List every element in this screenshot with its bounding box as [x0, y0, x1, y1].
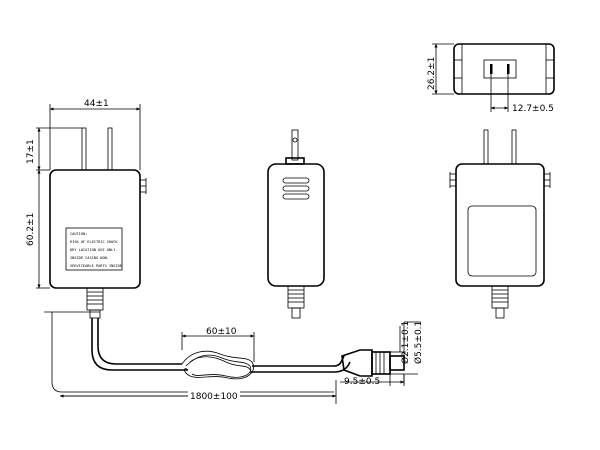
dim-loop: 60±10 — [206, 327, 237, 337]
side-body — [267, 163, 325, 287]
front-prong-right — [107, 127, 113, 171]
top-body — [453, 43, 555, 95]
back-body — [455, 163, 545, 287]
top-plug-face — [483, 59, 517, 79]
caution-line-5: SERVICEABLE PARTS INSIDE — [70, 264, 122, 268]
cable-lower — [91, 318, 188, 371]
caution-line-1: CAUTION: — [70, 232, 87, 236]
dim-outer-diameter: Ø5.5±0.1 — [413, 321, 424, 364]
dim-height: 60.2±1 — [26, 213, 36, 246]
back-prong-left — [483, 129, 489, 165]
dim-inner-diameter: Ø2.1±0.1 — [400, 321, 411, 364]
caution-line-4: INSIDE CASING NON- — [70, 256, 109, 260]
back-prong-right — [511, 129, 517, 165]
cable-coil — [181, 350, 254, 380]
cable-upper — [97, 318, 182, 365]
caution-label: CAUTION: RISK OF ELECTRIC SHOCK DRY LOCA… — [65, 227, 123, 271]
front-dimensions: 44±1 17±1 60.2±1 1800±100 60±10 Ø2.1±0.1… — [26, 99, 424, 404]
caution-label-box — [65, 227, 123, 271]
dim-depth: 26.2±1 — [427, 57, 437, 90]
back-view — [449, 129, 551, 319]
side-prong — [291, 129, 299, 161]
front-strain-relief — [86, 287, 104, 319]
top-dimensions: 26.2±1 12.7±0.5 — [427, 43, 554, 114]
caution-line-3: DRY LOCATION USE ONLY. — [70, 248, 118, 252]
dim-plug-length: 9.5±0.5 — [344, 377, 380, 387]
cable-to-plug — [252, 355, 345, 367]
side-view — [267, 129, 325, 319]
front-prong-left — [81, 127, 87, 171]
dim-width: 44±1 — [84, 99, 109, 109]
top-view — [453, 43, 555, 95]
dim-pin-spacing: 12.7±0.5 — [512, 104, 554, 114]
dim-cable-length: 1800±100 — [190, 392, 238, 402]
dim-pin-length: 17±1 — [26, 139, 36, 164]
dc-plug — [341, 349, 405, 377]
front-view: CAUTION: RISK OF ELECTRIC SHOCK DRY LOCA… — [49, 127, 405, 380]
caution-line-2: RISK OF ELECTRIC SHOCK — [70, 240, 118, 244]
back-panel — [467, 205, 537, 277]
